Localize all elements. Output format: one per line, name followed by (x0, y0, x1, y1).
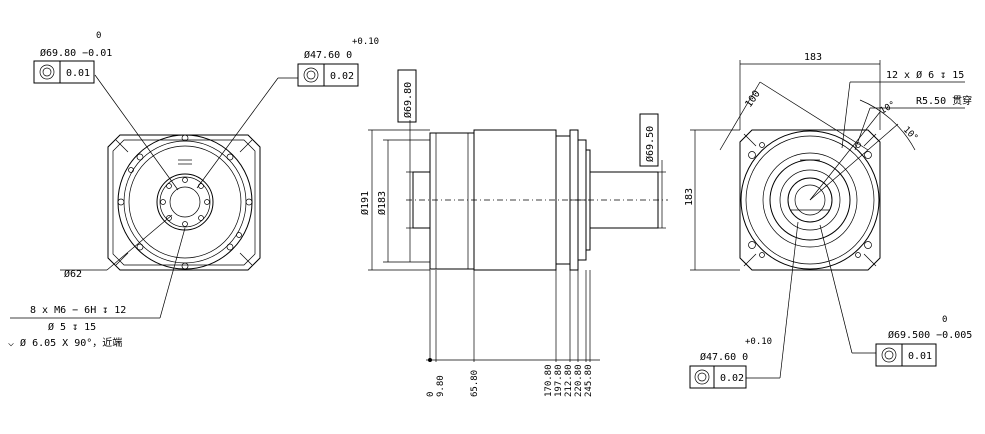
od-label: Ø69.80 −0.01 (40, 47, 112, 59)
thread-line-2: Ø 5 ↧ 15 (48, 321, 96, 333)
radius-label: R5.50 贯穿 (916, 94, 972, 107)
dim-220-80: 220.80 (574, 364, 584, 397)
bore-tol-upper: +0.10 (352, 37, 379, 47)
rear-od-tol-upper: 0 (942, 315, 947, 325)
front-view: 0 Ø69.80 −0.01 0.01 +0.10 Ø47.60 0 0.02 … (8, 31, 379, 349)
dia-69-80-box: Ø69.80 (402, 82, 414, 118)
angle-b: 10° (901, 125, 920, 144)
rear-bore-tol-upper: +0.10 (745, 337, 772, 347)
od-tol-upper: 0 (96, 31, 101, 41)
rear-bore-frame-value: 0.02 (720, 373, 744, 384)
thread-line-1: 8 x M6 − 6H ↧ 12 (30, 305, 126, 316)
rear-od-label: Ø69.500 −0.005 (888, 329, 972, 341)
pcd-label: Ø62 (64, 268, 82, 280)
dia-69-50-box: Ø69.50 (644, 126, 656, 162)
dim-212-80: 212.80 (564, 364, 574, 397)
pcd-100: 100 (743, 89, 762, 110)
rear-od-frame-value: 0.01 (908, 351, 932, 362)
width-183: 183 (804, 52, 822, 63)
dia-191: Ø191 (359, 191, 371, 215)
dim-65-80: 65.80 (470, 370, 480, 397)
bore-frame-value: 0.02 (330, 71, 354, 82)
angle-a: 10° (879, 100, 898, 117)
dim-9-80: 9.80 (436, 375, 446, 397)
holes-label: 12 x Ø 6 ↧ 15 (886, 69, 964, 81)
dim-170-80: 170.80 (544, 364, 554, 397)
bore-label: Ø47.60 0 (304, 49, 352, 61)
rear-bore-label: Ø47.60 0 (700, 351, 748, 363)
dim-245-80: 245.80 (584, 364, 594, 397)
dim-197-80: 197.80 (554, 364, 564, 397)
dim-0: 0 (426, 392, 436, 397)
side-view: Ø191 Ø183 Ø69.80 Ø69.50 0 9.80 65.80 170… (359, 69, 668, 397)
thread-line-3: ⌵ Ø 6.05 X 90°，近端 (8, 336, 122, 349)
od-frame-value: 0.01 (66, 68, 90, 79)
height-183: 183 (684, 188, 695, 206)
dia-183: Ø183 (376, 191, 388, 215)
rear-view: 183 183 100 12 x Ø 6 ↧ 15 R5.50 贯穿 10° 1… (684, 52, 972, 389)
